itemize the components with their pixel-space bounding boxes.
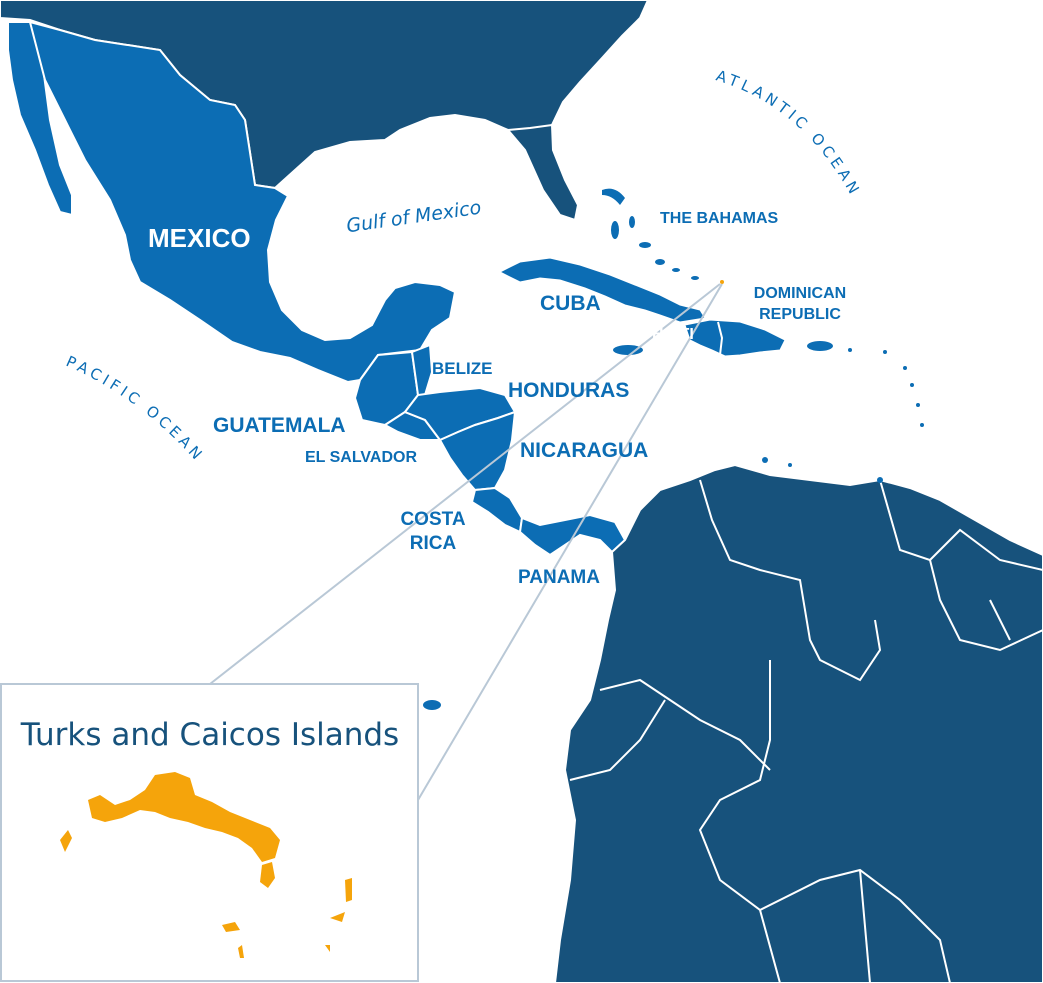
inset-title: Turks and Caicos Islands	[20, 717, 399, 753]
country-belize	[410, 343, 434, 396]
label-guatemala: GUATEMALA	[213, 414, 346, 437]
label-dominican-line1: DOMINICAN	[754, 285, 846, 302]
island-cuba	[498, 257, 706, 323]
callout-line-left	[209, 283, 721, 685]
atlantic-ocean-label: ATLANTIC OCEAN	[714, 67, 865, 201]
country-nicaragua	[438, 410, 517, 492]
label-haiti: HAITI	[652, 326, 694, 343]
country-panama	[518, 513, 627, 557]
island-puerto-rico	[807, 341, 833, 351]
island-jamaica	[613, 345, 643, 355]
pacific-ocean-label: PACIFIC OCEAN	[63, 352, 208, 466]
small-islands	[423, 188, 924, 710]
gulf-of-mexico-label: Gulf of Mexico	[345, 197, 483, 238]
country-costa-rica	[470, 486, 524, 534]
label-nicaragua: NICARAGUA	[520, 439, 648, 462]
haiti-dr-border	[717, 321, 724, 356]
label-honduras: HONDURAS	[508, 379, 629, 402]
label-costa-rica-line1: COSTA	[400, 509, 465, 530]
turks-caicos-islands	[60, 772, 352, 958]
south-america-borders	[569, 479, 1043, 983]
callout-line-right	[417, 283, 723, 801]
label-belize: BELIZE	[432, 359, 492, 378]
turks-caicos-marker	[720, 280, 724, 284]
label-costa-rica-line2: RICA	[410, 533, 457, 554]
inset-box	[0, 683, 419, 982]
island-hispaniola	[684, 319, 786, 357]
label-dominican-line2: REPUBLIC	[759, 306, 841, 323]
south-america-landmass	[553, 463, 1043, 983]
label-panama: PANAMA	[518, 567, 600, 588]
label-bahamas: THE BAHAMAS	[660, 210, 779, 227]
label-el-salvador: EL SALVADOR	[305, 449, 417, 466]
label-cuba: CUBA	[540, 292, 601, 315]
country-mexico	[28, 20, 457, 384]
label-mexico: MEXICO	[148, 223, 251, 253]
florida	[505, 123, 580, 222]
